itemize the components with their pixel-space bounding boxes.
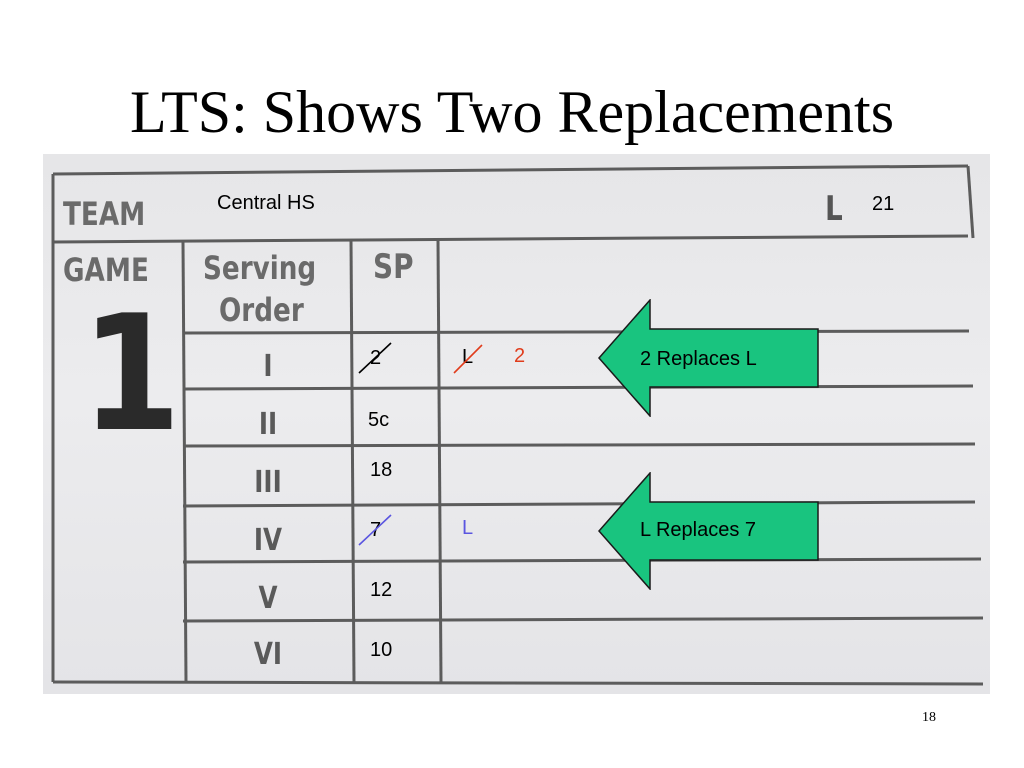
libero-number: 21 — [872, 193, 895, 215]
serving-order-4: IV — [253, 523, 283, 558]
crossout-sub-row-1 — [453, 344, 483, 374]
serving-order-6: VI — [253, 637, 283, 672]
sub-entry-row-1-first: L — [462, 346, 474, 368]
team-label: TEAM — [63, 195, 146, 233]
game-label: GAME — [63, 251, 149, 289]
sp-label: SP — [373, 247, 414, 287]
sp-row-2: 5c — [368, 409, 390, 431]
serving-order-label-2: Order — [219, 291, 304, 329]
slide-title: LTS: Shows Two Replacements — [129, 79, 895, 145]
sub-entry-row-4-first: L — [462, 517, 474, 539]
callout-arrow-1 — [598, 299, 819, 417]
serving-order-3: III — [254, 465, 282, 500]
sp-row-6: 10 — [370, 639, 393, 661]
serving-order-5: V — [258, 581, 278, 616]
callout-text-1: 2 Replaces L — [640, 348, 757, 370]
crossout-sp-row-1 — [358, 342, 392, 374]
lineup-sheet-photo: TEAM Central HS L 21 GAME 1 Serving Orde… — [43, 154, 990, 694]
team-name: Central HS — [217, 192, 315, 214]
page-number: 18 — [922, 710, 936, 725]
callout-text-2: L Replaces 7 — [640, 519, 756, 541]
libero-label: L — [825, 189, 843, 229]
serving-order-1: I — [263, 349, 273, 384]
sheet-grid-lines — [51, 164, 984, 686]
serving-order-label-1: Serving — [203, 249, 317, 287]
game-number: 1 — [81, 280, 182, 467]
serving-order-2: II — [258, 407, 278, 442]
sp-row-5: 12 — [370, 579, 393, 601]
sub-entry-row-1-second: 2 — [514, 345, 526, 367]
crossout-sp-row-4 — [358, 514, 392, 546]
callout-arrow-2 — [598, 472, 819, 590]
sp-row-3: 18 — [370, 459, 393, 481]
